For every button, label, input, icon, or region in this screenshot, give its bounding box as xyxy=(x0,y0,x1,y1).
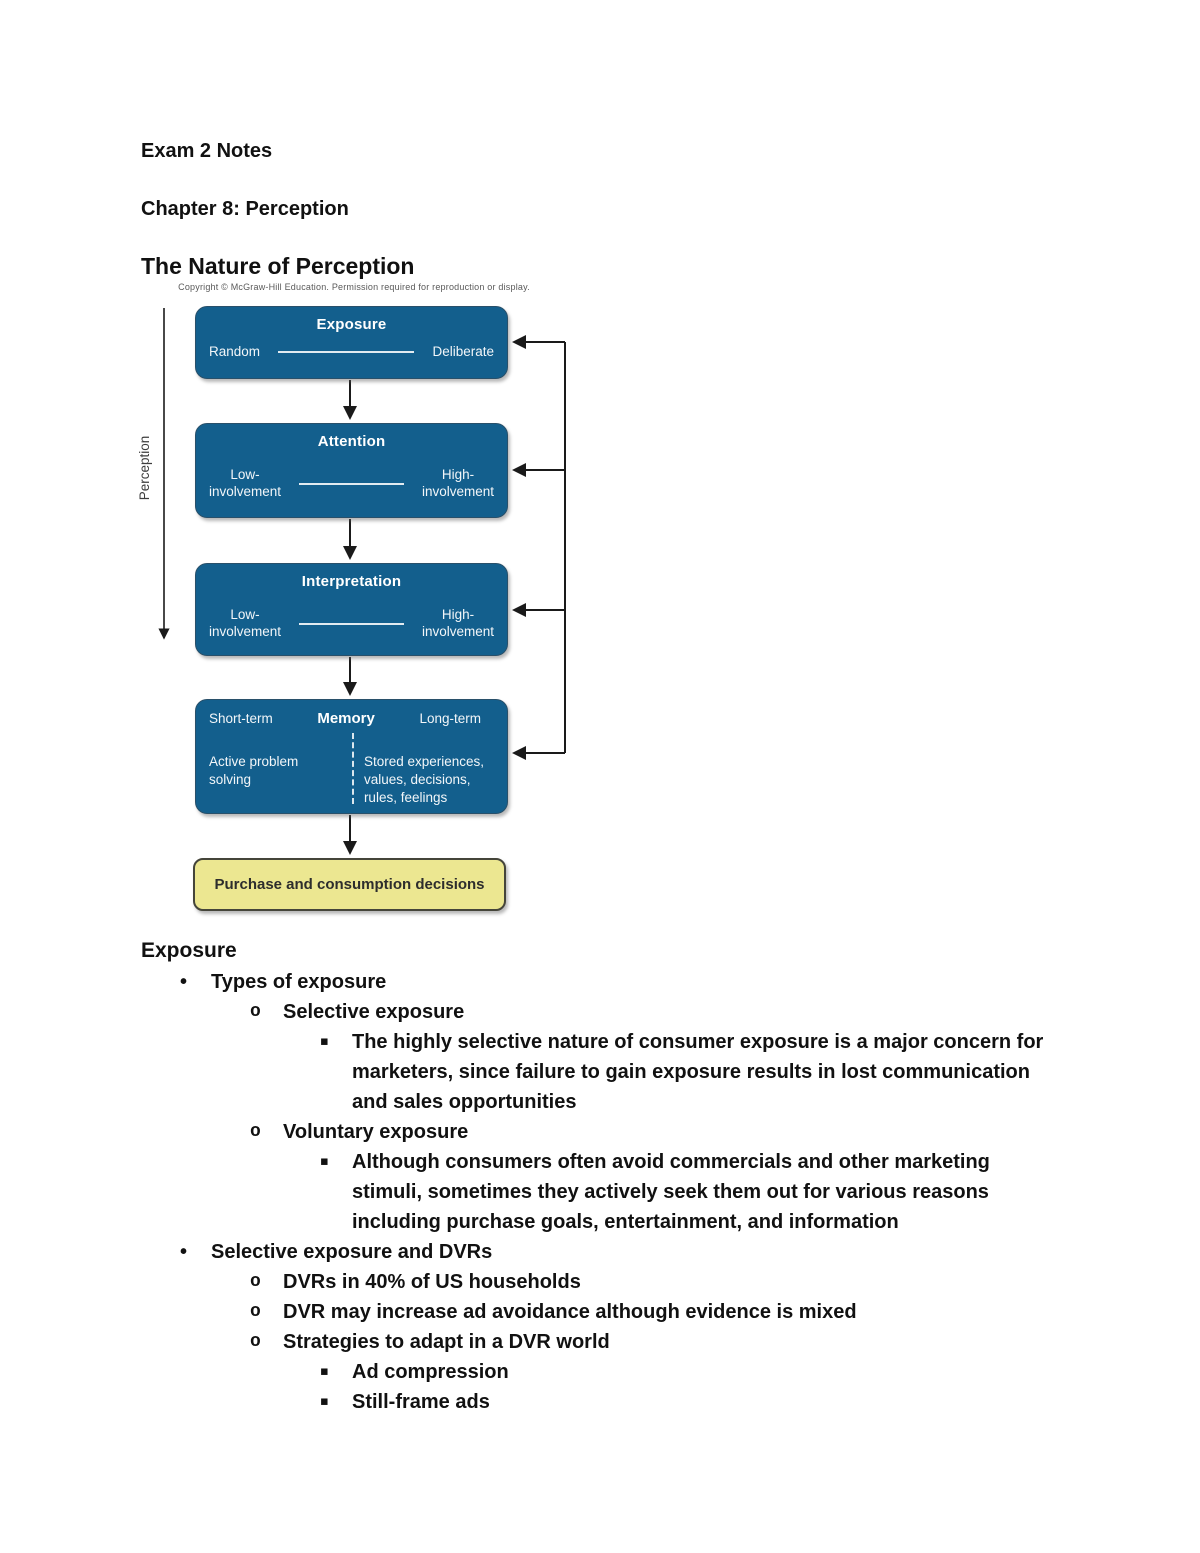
bullet-icon: ▪ xyxy=(320,1364,329,1379)
list-item: o Selective exposure xyxy=(141,997,1086,1027)
exposure-title: Exposure xyxy=(316,316,387,333)
attention-right-label: High- involvement xyxy=(421,467,494,499)
bullet-icon: ▪ xyxy=(320,1394,329,1409)
list-item: o DVR may increase ad avoidance although… xyxy=(141,1297,1086,1327)
list-item: ▪ Although consumers often avoid commerc… xyxy=(141,1147,1086,1237)
purchase-decisions-box: Purchase and consumption decisions xyxy=(193,858,506,911)
exposure-notes-heading: Exposure xyxy=(141,939,237,962)
perception-axis-label: Perception xyxy=(137,435,152,501)
memory-divider-line xyxy=(351,733,354,804)
list-item: ▪ Ad compression xyxy=(141,1357,1086,1387)
section-heading: The Nature of Perception xyxy=(141,253,415,279)
continuum-line xyxy=(278,351,415,354)
list-item-text: The highly selective nature of consumer … xyxy=(352,1031,1044,1113)
list-item: ▪ The highly selective nature of consume… xyxy=(141,1027,1086,1117)
list-item: o Voluntary exposure xyxy=(141,1117,1086,1147)
interpretation-right-label: High- involvement xyxy=(421,607,494,639)
bullet-icon: ▪ xyxy=(320,1034,329,1049)
continuum-line xyxy=(299,482,404,485)
diagram-arrows xyxy=(158,308,566,855)
bullet-icon: o xyxy=(250,1272,261,1292)
interpretation-left-label: Low- involvement xyxy=(209,607,282,639)
notes-section: Exposure • Types of exposure o Selective… xyxy=(141,935,1086,1417)
memory-long-term-label: Long-term xyxy=(419,711,481,726)
list-item-text: Selective exposure xyxy=(283,1001,465,1023)
list-item: • Types of exposure xyxy=(141,967,1086,997)
list-item: • Selective exposure and DVRs xyxy=(141,1237,1086,1267)
list-item-text: Still-frame ads xyxy=(352,1391,490,1413)
copyright-line: Copyright © McGraw-Hill Education. Permi… xyxy=(178,282,530,292)
interpretation-box: Interpretation Low- involvement High- in… xyxy=(195,563,508,656)
list-item-text: Although consumers often avoid commercia… xyxy=(352,1151,990,1233)
continuum-line xyxy=(299,622,404,625)
memory-box: Short-term Memory Long-term Active probl… xyxy=(195,699,508,814)
attention-box: Attention Low- involvement High- involve… xyxy=(195,423,508,518)
interpretation-title: Interpretation xyxy=(301,573,402,590)
exposure-box: Exposure Random Deliberate xyxy=(195,306,508,379)
bullet-icon: o xyxy=(250,1002,261,1022)
memory-short-term-text: Active problem solving xyxy=(209,754,299,788)
attention-title: Attention xyxy=(317,433,386,450)
perception-flow-diagram: Copyright © McGraw-Hill Education. Permi… xyxy=(120,280,620,940)
list-item-text: Strategies to adapt in a DVR world xyxy=(283,1331,610,1353)
bullet-icon: o xyxy=(250,1302,261,1322)
attention-left-label: Low- involvement xyxy=(209,467,282,499)
list-item-text: Selective exposure and DVRs xyxy=(211,1241,493,1263)
list-item: o DVRs in 40% of US households xyxy=(141,1267,1086,1297)
bullet-icon: ▪ xyxy=(320,1154,329,1169)
bullet-icon: • xyxy=(180,1241,188,1263)
list-item-text: DVR may increase ad avoidance although e… xyxy=(283,1301,857,1323)
list-item-text: Ad compression xyxy=(352,1361,509,1383)
doc-title: Exam 2 Notes xyxy=(141,140,273,162)
bullet-icon: • xyxy=(180,971,188,993)
list-item-text: Voluntary exposure xyxy=(283,1121,469,1143)
bullet-icon: o xyxy=(250,1332,261,1352)
list-item-text: Types of exposure xyxy=(211,971,387,993)
memory-short-term-label: Short-term xyxy=(209,711,273,726)
chapter-heading: Chapter 8: Perception xyxy=(141,198,349,220)
list-item: ▪ Still-frame ads xyxy=(141,1387,1086,1417)
memory-title: Memory xyxy=(317,710,375,727)
purchase-decisions-label: Purchase and consumption decisions xyxy=(214,876,485,893)
exposure-right-label: Deliberate xyxy=(432,344,494,359)
memory-long-term-text: Stored experiences, values, decisions, r… xyxy=(363,754,485,806)
list-item: o Strategies to adapt in a DVR world xyxy=(141,1327,1086,1357)
exposure-left-label: Random xyxy=(209,344,261,359)
bullet-icon: o xyxy=(250,1122,261,1142)
list-item-text: DVRs in 40% of US households xyxy=(283,1271,581,1293)
